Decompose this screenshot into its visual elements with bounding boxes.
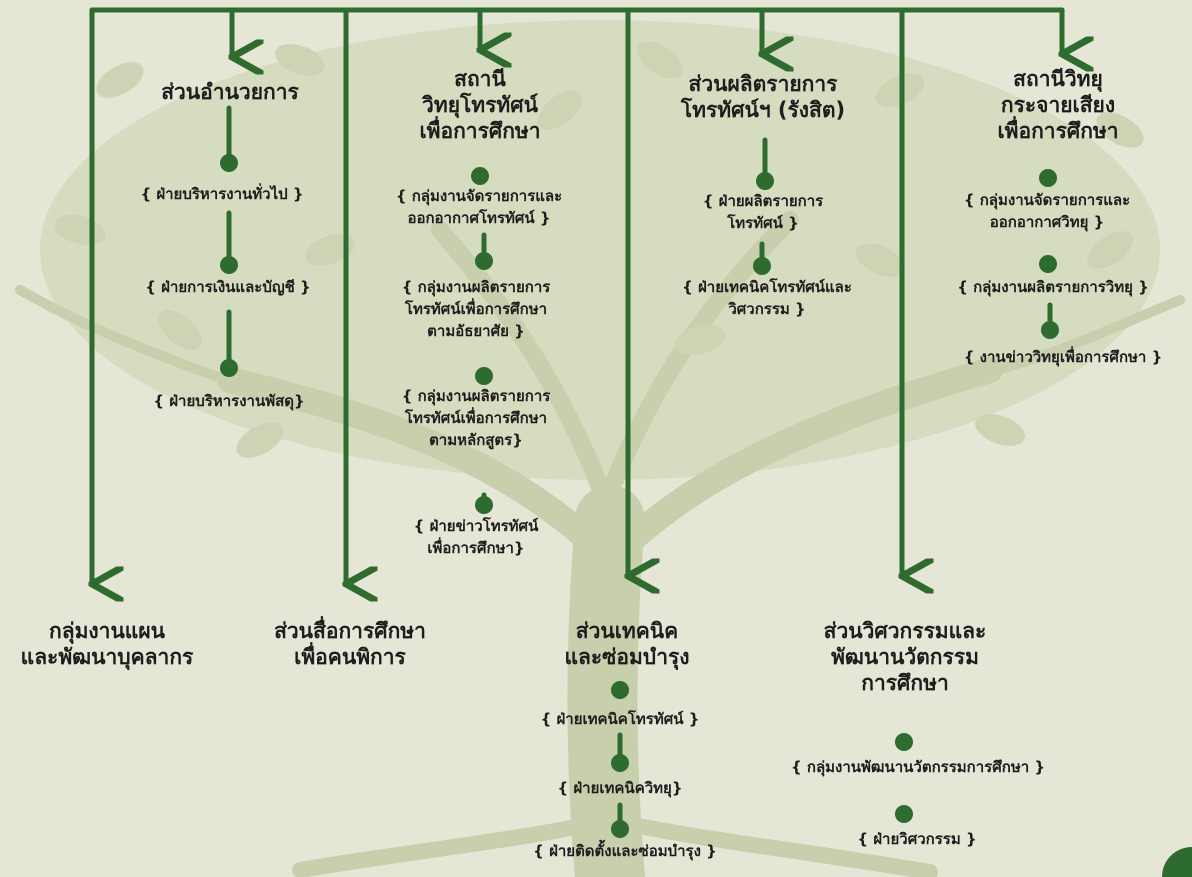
corner-badge <box>1162 847 1192 877</box>
unit-etv-informal: { กลุ่มงานผลิตรายการ โทรทัศน์เพื่อการศึก… <box>402 276 551 342</box>
title-line: สถานีวิทยุ <box>1013 67 1103 91</box>
title-line: สถานี <box>454 67 506 91</box>
dept-title-radio: สถานีวิทยุ กระจายเสียง เพื่อการศึกษา <box>997 66 1118 144</box>
dept-title-technical: ส่วนเทคนิค และซ่อมบำรุง <box>564 618 689 670</box>
unit-line: { ฝ่ายบริหารงานทั่วไป } <box>140 185 304 203</box>
dept-title-planning: กลุ่มงานแผน และพัฒนาบุคลากร <box>21 618 194 670</box>
unit-tech-radio: { ฝ่ายเทคนิควิทยุ} <box>557 777 682 799</box>
node-dot <box>220 359 238 377</box>
unit-line: ออกอากาศโทรทัศน์ } <box>407 209 551 227</box>
unit-line: { กลุ่มงานจัดรายการและ <box>963 191 1131 209</box>
unit-etv-news: { ฝ่ายข่าวโทรทัศน์ เพื่อการศึกษา} <box>414 515 539 559</box>
unit-line: เพื่อการศึกษา} <box>427 539 525 557</box>
unit-line: { กลุ่มงานจัดรายการและ <box>395 187 563 205</box>
dept-title-etv: สถานี วิทยุโทรทัศน์ เพื่อการศึกษา <box>419 66 540 144</box>
title-line: กระจายเสียง <box>1000 93 1116 117</box>
title-line: เพื่อคนพิการ <box>294 645 406 669</box>
unit-radio-broadcast: { กลุ่มงานจัดรายการและ ออกอากาศวิทยุ } <box>964 189 1130 233</box>
node-dot <box>1039 255 1057 273</box>
title-line: โทรทัศน์ฯ (รังสิต) <box>680 98 846 122</box>
node-dot <box>220 154 238 172</box>
unit-line: { ฝ่ายเทคนิควิทยุ} <box>557 779 683 797</box>
unit-line: โทรทัศน์ } <box>727 214 799 232</box>
unit-rangsit-production: { ฝ่ายผลิตรายการ โทรทัศน์ } <box>703 190 823 234</box>
unit-line: { ฝ่ายผลิตรายการ <box>702 192 824 210</box>
unit-admin-supplies: { ฝ่ายบริหารงานพัสดุ} <box>153 390 304 412</box>
title-line: ส่วนผลิตรายการ <box>688 72 838 96</box>
title-line: กลุ่มงานแผน <box>48 619 166 643</box>
unit-eng-innovation: { กลุ่มงานพัฒนานวัตกรรมการศึกษา } <box>791 756 1045 778</box>
node-dot <box>1039 169 1057 187</box>
unit-line: ออกอากาศวิทยุ } <box>989 213 1105 231</box>
node-dot <box>611 754 629 772</box>
node-dot <box>753 257 771 275</box>
unit-line: { ฝ่ายเทคนิคโทรทัศน์ } <box>540 710 700 728</box>
node-dot <box>475 252 493 270</box>
unit-radio-production: { กลุ่มงานผลิตรายการวิทยุ } <box>957 276 1149 298</box>
node-dot <box>220 256 238 274</box>
title-line: วิทยุโทรทัศน์ <box>422 93 538 117</box>
unit-line: { ฝ่ายเทคนิคโทรทัศน์และ <box>682 278 852 296</box>
title-line: พัฒนานวัตกรรม <box>831 645 979 669</box>
unit-line: { กลุ่มงานผลิตรายการ <box>401 278 551 296</box>
unit-etv-curriculum: { กลุ่มงานผลิตรายการ โทรทัศน์เพื่อการศึก… <box>402 385 551 451</box>
title-line: การศึกษา <box>861 671 949 695</box>
unit-eng-engineering: { ฝ่ายวิศวกรรม } <box>857 828 976 850</box>
node-dot <box>895 805 913 823</box>
unit-tech-tv: { ฝ่ายเทคนิคโทรทัศน์ } <box>541 708 700 730</box>
unit-line: โทรทัศน์เพื่อการศึกษา <box>404 300 548 318</box>
title-line: ส่วนเทคนิค <box>575 619 679 643</box>
unit-line: { กลุ่มงานผลิตรายการ <box>401 387 551 405</box>
unit-admin-general: { ฝ่ายบริหารงานทั่วไป } <box>140 183 303 205</box>
unit-line: { กลุ่มงานพัฒนานวัตกรรมการศึกษา } <box>790 758 1046 776</box>
title-line: ส่วนวิศวกรรมและ <box>823 619 987 643</box>
unit-line: วิศวกรรม } <box>728 300 806 318</box>
title-line: เพื่อการศึกษา <box>419 119 541 143</box>
unit-line: { ฝ่ายข่าวโทรทัศน์ <box>413 517 539 535</box>
node-dot <box>475 367 493 385</box>
unit-tech-install: { ฝ่ายติดตั้งและซ่อมบำรุง } <box>533 840 717 862</box>
node-dot <box>471 167 489 185</box>
node-dot <box>611 681 629 699</box>
unit-line: { ฝ่ายติดตั้งและซ่อมบำรุง } <box>533 842 717 860</box>
node-dot <box>611 820 629 838</box>
unit-line: { งานข่าววิทยุเพื่อการศึกษา } <box>963 348 1163 366</box>
title-line: ส่วนสื่อการศึกษา <box>274 619 426 643</box>
unit-radio-news: { งานข่าววิทยุเพื่อการศึกษา } <box>964 346 1163 368</box>
dept-title-rangsit: ส่วนผลิตรายการ โทรทัศน์ฯ (รังสิต) <box>681 71 845 123</box>
dept-title-disabled-media: ส่วนสื่อการศึกษา เพื่อคนพิการ <box>274 618 426 670</box>
node-dot <box>475 496 493 514</box>
unit-rangsit-technical: { ฝ่ายเทคนิคโทรทัศน์และ วิศวกรรม } <box>682 276 852 320</box>
unit-line: { กลุ่มงานผลิตรายการวิทยุ } <box>957 278 1149 296</box>
unit-line: ตามหลักสูตร} <box>429 431 523 449</box>
dept-title-admin: ส่วนอำนวยการ <box>161 79 299 105</box>
title-line: เพื่อการศึกษา <box>997 119 1119 143</box>
unit-line: { ฝ่ายการเงินและบัญชี } <box>145 278 311 296</box>
title-line: และซ่อมบำรุง <box>564 645 690 669</box>
unit-etv-broadcast: { กลุ่มงานจัดรายการและ ออกอากาศโทรทัศน์ … <box>396 185 562 229</box>
unit-line: { ฝ่ายวิศวกรรม } <box>857 830 977 848</box>
node-dot <box>756 172 774 190</box>
unit-line: { ฝ่ายบริหารงานพัสดุ} <box>153 392 305 410</box>
dept-title-engineering: ส่วนวิศวกรรมและ พัฒนานวัตกรรม การศึกษา <box>824 618 987 696</box>
unit-admin-finance: { ฝ่ายการเงินและบัญชี } <box>145 276 310 298</box>
node-dot <box>1041 321 1059 339</box>
unit-line: โทรทัศน์เพื่อการศึกษา <box>404 409 548 427</box>
title-line: ส่วนอำนวยการ <box>161 80 299 104</box>
title-line: และพัฒนาบุคลากร <box>20 645 194 669</box>
unit-line: ตามอัธยาศัย } <box>427 322 525 340</box>
node-dot <box>895 733 913 751</box>
